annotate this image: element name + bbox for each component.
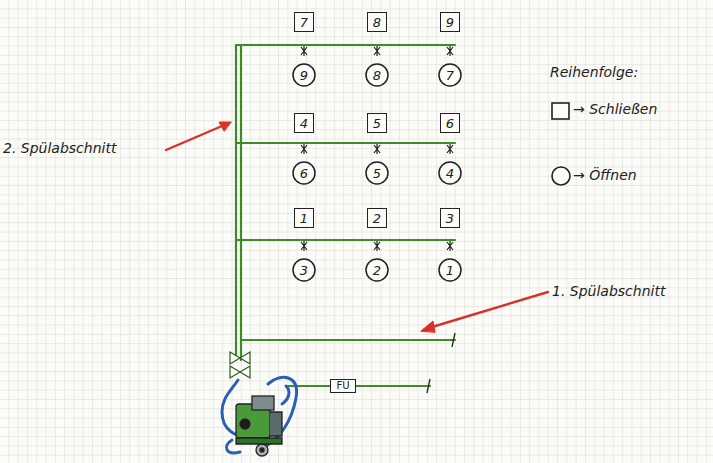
sequence-number: 3 bbox=[300, 264, 308, 277]
close-square: 3 bbox=[440, 208, 460, 228]
sequence-number: 9 bbox=[446, 16, 454, 29]
legend-shapes bbox=[552, 103, 570, 185]
open-circle: 3 bbox=[292, 258, 316, 282]
sequence-number: 7 bbox=[446, 69, 454, 82]
sequence-number: 5 bbox=[373, 167, 381, 180]
close-square: 9 bbox=[440, 12, 460, 32]
sequence-number: 1 bbox=[446, 264, 454, 277]
open-circle: 1 bbox=[438, 258, 462, 282]
sequence-number: 8 bbox=[373, 16, 381, 29]
open-circle: 5 bbox=[365, 161, 389, 185]
sequence-number: 5 bbox=[373, 117, 381, 130]
open-circle: 2 bbox=[365, 258, 389, 282]
close-square: 8 bbox=[367, 12, 387, 32]
sequence-number: 7 bbox=[300, 16, 308, 29]
sequence-number: 6 bbox=[446, 117, 454, 130]
close-square: 6 bbox=[440, 113, 460, 133]
legend-heading: Reihenfolge: bbox=[550, 64, 638, 80]
section-label: 2. Spülabschnitt bbox=[3, 140, 116, 156]
open-circle: 9 bbox=[292, 63, 316, 87]
sequence-number: 3 bbox=[446, 212, 454, 225]
close-square: 1 bbox=[294, 208, 314, 228]
sequence-number: 2 bbox=[373, 212, 381, 225]
legend-text: → Schließen bbox=[573, 101, 657, 117]
close-square: 2 bbox=[367, 208, 387, 228]
close-square: 5 bbox=[367, 113, 387, 133]
filter-box: FU bbox=[330, 379, 356, 393]
sequence-number: 1 bbox=[300, 212, 308, 225]
sequence-number: 9 bbox=[300, 69, 308, 82]
sequence-number: FU bbox=[336, 381, 349, 391]
sequence-number: 8 bbox=[373, 69, 381, 82]
section-label: 1. Spülabschnitt bbox=[552, 283, 665, 299]
sequence-number: 4 bbox=[446, 167, 454, 180]
open-circle: 8 bbox=[365, 63, 389, 87]
sequence-number: 6 bbox=[300, 167, 308, 180]
legend-text: → Öffnen bbox=[573, 167, 637, 183]
open-circle: 6 bbox=[292, 161, 316, 185]
sequence-number: 2 bbox=[373, 264, 381, 277]
close-square: 4 bbox=[294, 113, 314, 133]
open-circle: 7 bbox=[438, 63, 462, 87]
close-square: 7 bbox=[294, 12, 314, 32]
sequence-number: 4 bbox=[300, 117, 308, 130]
open-circle: 4 bbox=[438, 161, 462, 185]
